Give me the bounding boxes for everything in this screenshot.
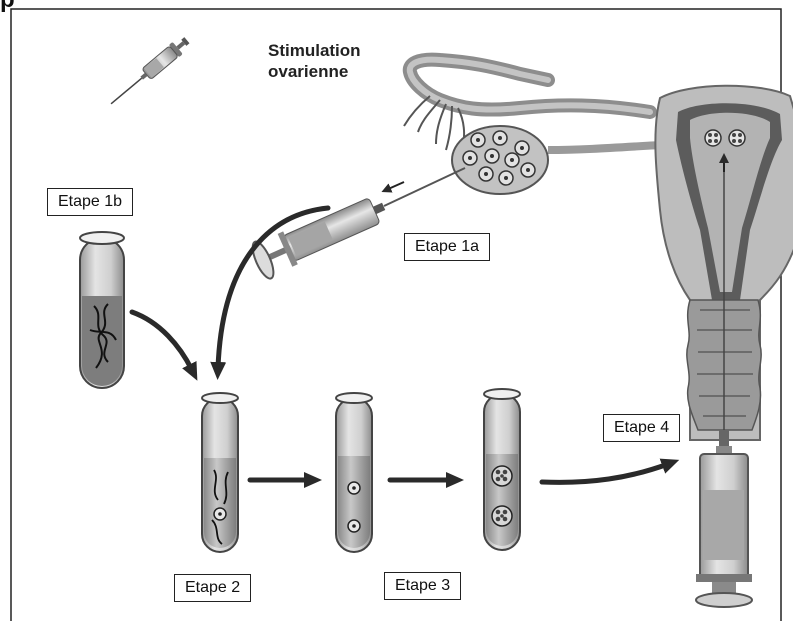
embryo: [492, 466, 512, 486]
etape-4-label: Etape 4: [603, 414, 680, 442]
etape-1b-label: Etape 1b: [47, 188, 133, 216]
arrow-3b-to-4: [542, 464, 668, 482]
etape-3-label: Etape 3: [384, 572, 461, 600]
ovary: [452, 126, 548, 194]
test-tube: [336, 393, 372, 552]
test-tube: [202, 393, 238, 552]
transfer-syringe: [696, 430, 752, 607]
embryo: [492, 506, 512, 526]
syringe-icon: [106, 34, 192, 110]
etape-1a-label: Etape 1a: [404, 233, 490, 261]
stimulation-label: Stimulation ovarienne: [268, 40, 361, 82]
stimulation-line1: Stimulation: [268, 40, 361, 61]
etape-2-label: Etape 2: [174, 574, 251, 602]
test-tube: [484, 389, 520, 550]
test-tube: [80, 232, 124, 388]
arrow-1b-to-2: [132, 312, 192, 370]
stimulation-line2: ovarienne: [268, 61, 361, 82]
